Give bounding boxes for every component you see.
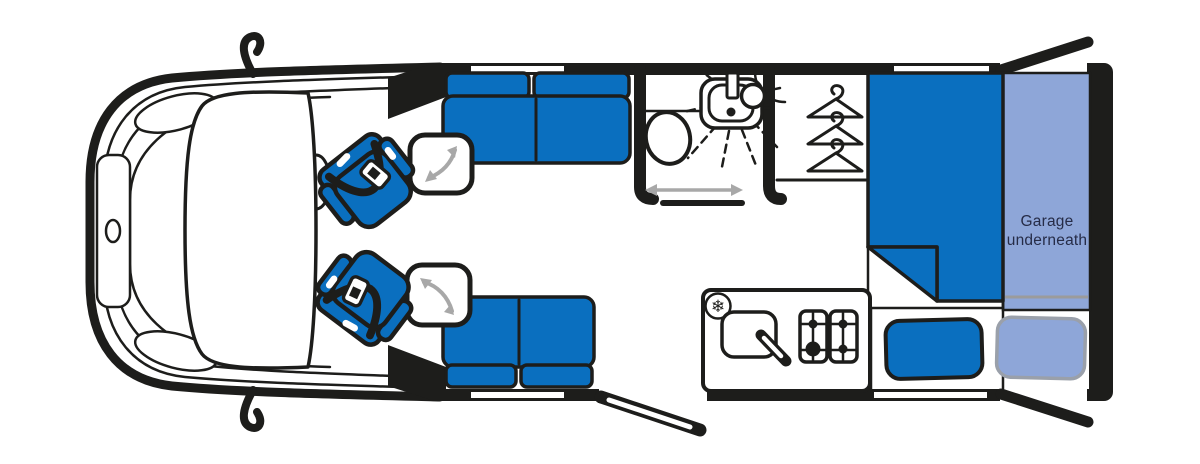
burner-large (805, 341, 821, 357)
snowflake-glyph: ❄ (711, 297, 725, 316)
seatbelt (322, 282, 382, 340)
drain (726, 107, 736, 117)
hob (798, 309, 859, 364)
belt-guide (342, 319, 358, 332)
arrow-head-left (645, 184, 657, 196)
tap-knob (739, 82, 767, 110)
garage-underneath-label: Garage underneath (1006, 213, 1088, 249)
swivel-table-top (407, 132, 475, 196)
pillow-dark (883, 317, 985, 381)
lounge-sofa-bottom (441, 295, 596, 389)
belt-guide (325, 275, 338, 289)
wall-rear (1089, 63, 1113, 401)
arrow-head-right (731, 184, 743, 196)
window-front-bottom (469, 390, 566, 400)
entry-door (594, 390, 707, 437)
garage-door-flap-top (995, 36, 1094, 76)
fixed-bed-area (866, 71, 1092, 391)
belt-guide (336, 153, 351, 168)
washbasin (699, 71, 767, 130)
duvet-fold (866, 245, 939, 303)
kitchen-sink (720, 310, 778, 359)
cab-seat-bottom (315, 249, 414, 347)
door-mirror-top (239, 32, 265, 78)
washroom (634, 63, 787, 206)
burner (838, 319, 848, 329)
fridge-snowflake-icon (704, 292, 732, 320)
burner (808, 319, 818, 329)
wardrobe (775, 84, 868, 182)
door-mirror-bottom (239, 386, 265, 432)
washroom-wall-left (634, 63, 659, 205)
sofa-backrest (444, 363, 518, 389)
badge (104, 218, 122, 244)
seatbelt (324, 139, 384, 197)
hangers-icon (806, 84, 864, 173)
seatbelt-buckle (341, 275, 370, 308)
tap (725, 71, 740, 100)
garage-door-flap-bottom (995, 388, 1094, 428)
garage-area (1001, 71, 1092, 312)
kitchen-counter: ❄ (701, 288, 872, 393)
cab-seat-top (317, 132, 416, 230)
toilet (643, 110, 693, 166)
vehicle-cab (85, 32, 445, 432)
window-rear-bottom (872, 390, 989, 400)
washroom-wall-right (763, 63, 787, 205)
burner (838, 344, 848, 354)
windscreen (183, 90, 318, 370)
wall-wedge-top (388, 63, 470, 119)
kitchen-tap (755, 329, 792, 367)
seatbelt-buckle (359, 159, 392, 190)
wall-wedge-bottom (388, 345, 470, 401)
belt-guide (384, 146, 397, 160)
sofa-backrest (519, 363, 594, 389)
pillow-light (994, 315, 1088, 381)
swivel-table-bottom (404, 262, 473, 328)
lounge-sofa-top (441, 71, 632, 165)
habitation-walls (388, 36, 1113, 437)
